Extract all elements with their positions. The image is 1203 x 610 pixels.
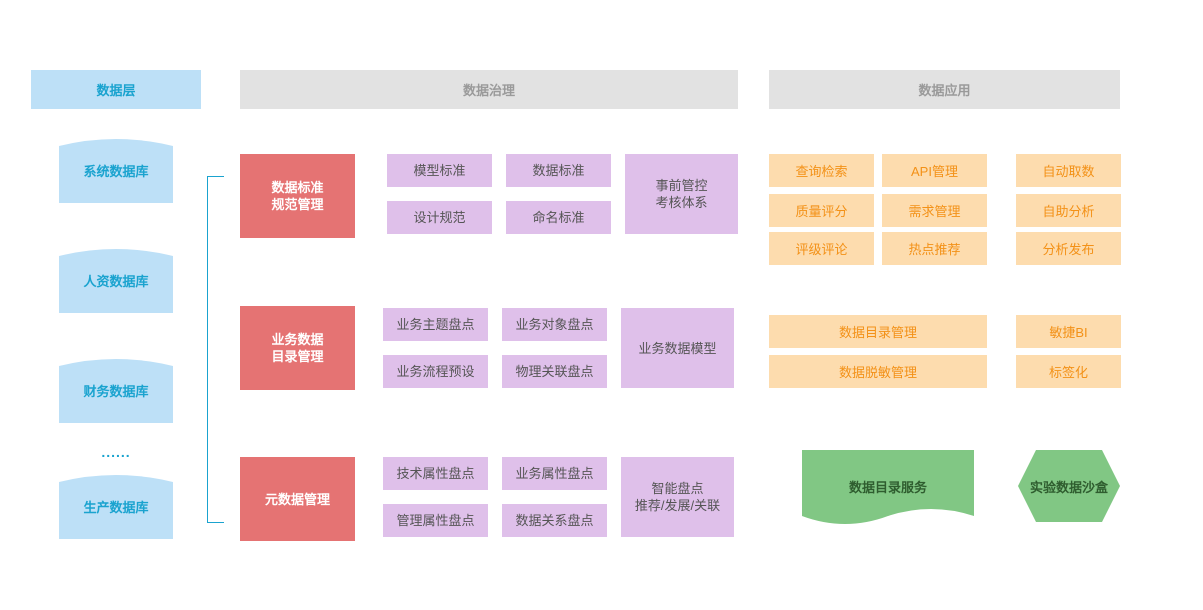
metadata-side: 智能盘点 推荐/发展/关联 — [621, 457, 734, 537]
database-label: 财务数据库 — [83, 384, 149, 399]
app-item: 质量评分 — [769, 194, 874, 227]
database-label: 生产数据库 — [83, 500, 149, 515]
metadata-item: 技术属性盘点 — [383, 457, 488, 490]
sandbox-label: 实验数据沙盒 — [1029, 479, 1108, 495]
self-service-item: 自助分析 — [1016, 194, 1121, 227]
bracket-connector — [207, 176, 224, 523]
catalog-service: 数据目录服务 — [802, 450, 974, 530]
sandbox: 实验数据沙盒 — [1018, 450, 1120, 522]
app-item: 评级评论 — [769, 232, 874, 265]
catalog-side: 业务数据模型 — [621, 308, 734, 388]
standards-side: 事前管控 考核体系 — [625, 154, 738, 234]
database-shape — [59, 475, 173, 539]
standards-item: 命名标准 — [506, 201, 611, 234]
catalog-item: 物理关联盘点 — [502, 355, 607, 388]
metadata-item: 数据关系盘点 — [502, 504, 607, 537]
governance-header: 数据治理 — [240, 70, 738, 109]
self-service-item: 自动取数 — [1016, 154, 1121, 187]
self-service-item: 分析发布 — [1016, 232, 1121, 265]
tagging: 标签化 — [1016, 355, 1121, 388]
database-production: 生产数据库 — [59, 474, 173, 539]
metadata-item: 管理属性盘点 — [383, 504, 488, 537]
standards-item: 数据标准 — [506, 154, 611, 187]
document-shape — [802, 450, 974, 524]
catalog-management: 数据目录管理 — [769, 315, 987, 348]
app-item: API管理 — [882, 154, 987, 187]
hexagon-shape — [1018, 450, 1120, 522]
app-item: 需求管理 — [882, 194, 987, 227]
ellipsis: ...... — [101, 444, 131, 460]
database-system: 系统数据库 — [59, 138, 173, 203]
database-shape — [59, 139, 173, 203]
database-label: 系统数据库 — [83, 164, 149, 179]
catalog-item: 业务主题盘点 — [383, 308, 488, 341]
metadata-title: 元数据管理 — [240, 457, 355, 541]
database-shape — [59, 249, 173, 313]
database-hr: 人资数据库 — [59, 248, 173, 313]
app-item: 查询检索 — [769, 154, 874, 187]
catalog-item: 业务流程预设 — [383, 355, 488, 388]
database-label: 人资数据库 — [83, 274, 149, 289]
standards-item: 设计规范 — [387, 201, 492, 234]
database-finance: 财务数据库 — [59, 358, 173, 423]
catalog-title: 业务数据 目录管理 — [240, 306, 355, 390]
standards-item: 模型标准 — [387, 154, 492, 187]
application-header: 数据应用 — [769, 70, 1120, 109]
data-layer-header: 数据层 — [31, 70, 201, 109]
catalog-item: 业务对象盘点 — [502, 308, 607, 341]
database-shape — [59, 359, 173, 423]
catalog-service-label: 数据目录服务 — [848, 479, 927, 495]
metadata-item: 业务属性盘点 — [502, 457, 607, 490]
desensitize-management: 数据脱敏管理 — [769, 355, 987, 388]
agile-bi: 敏捷BI — [1016, 315, 1121, 348]
standards-title: 数据标准 规范管理 — [240, 154, 355, 238]
app-item: 热点推荐 — [882, 232, 987, 265]
